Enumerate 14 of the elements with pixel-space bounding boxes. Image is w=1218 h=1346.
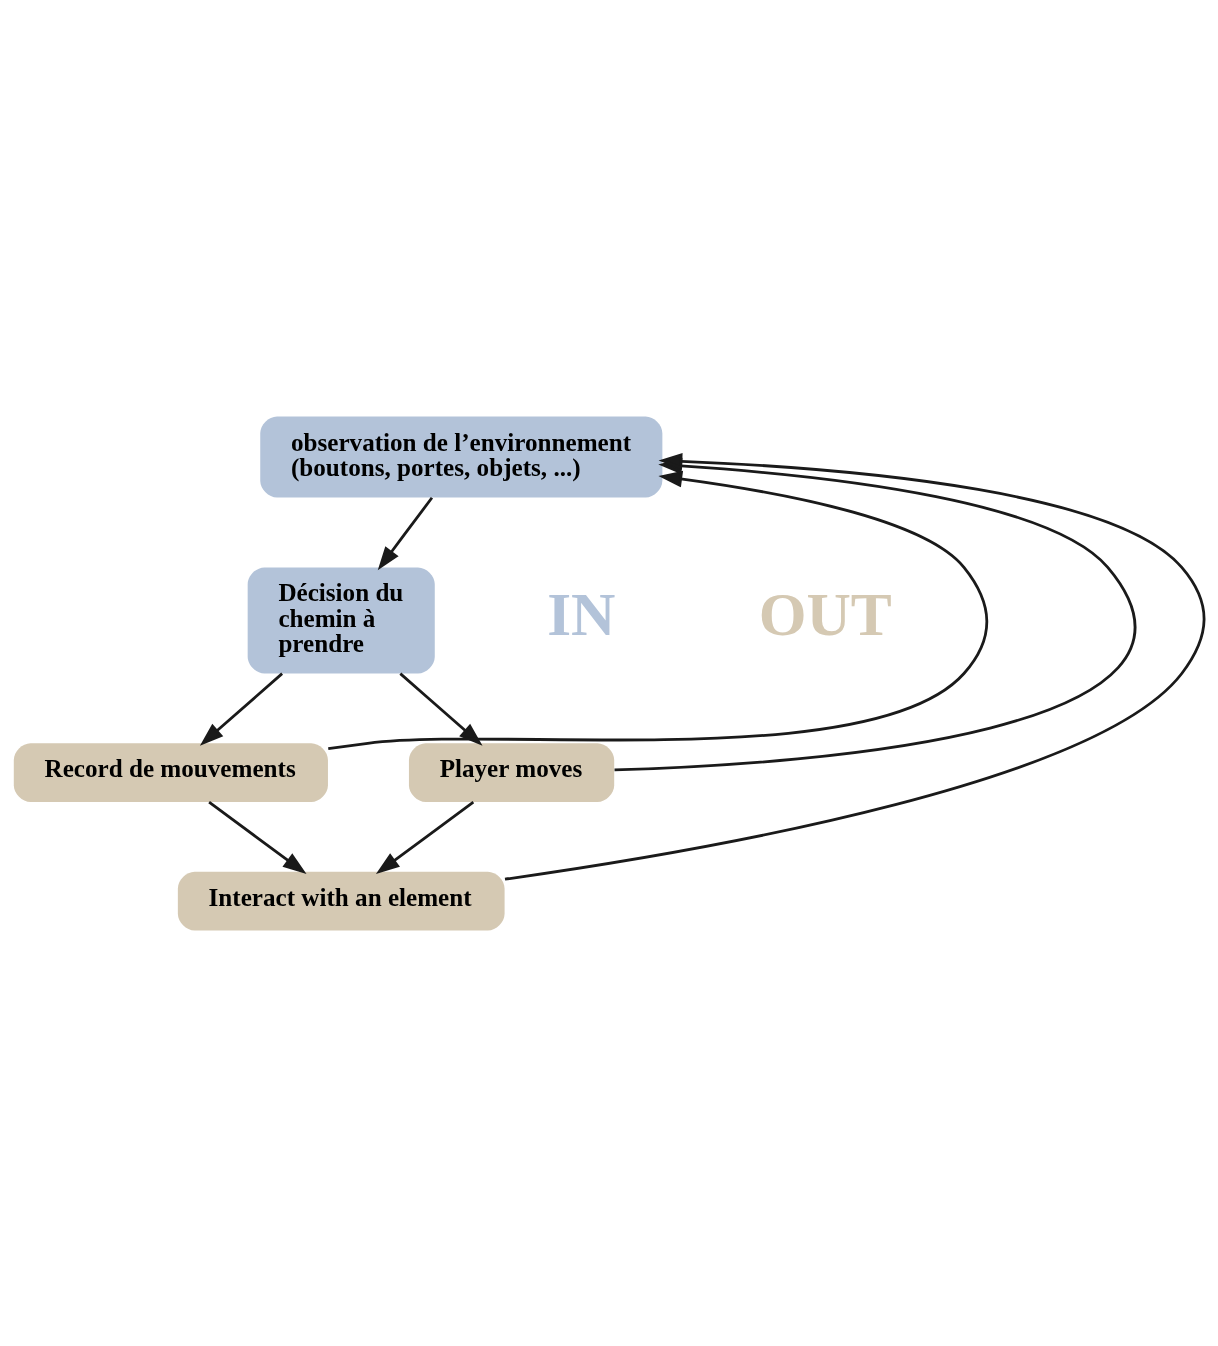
arrow [199, 672, 284, 746]
node-box: observation de l’environnement (boutons, portes, objets, ...) [260, 416, 663, 498]
legend-label: IN [547, 579, 616, 648]
node-box: Décision du chemin à prendre [247, 566, 435, 673]
node-box: Record de mouvements [13, 742, 328, 802]
node-box: Player moves [408, 742, 615, 802]
arrow [377, 496, 434, 570]
node-box: Interact with an element [177, 871, 505, 930]
arrow [399, 672, 483, 746]
arrow [375, 800, 475, 874]
arrow [328, 470, 989, 750]
arrow [504, 452, 1206, 881]
arrow [208, 800, 307, 874]
legend-label: OUT [758, 579, 892, 648]
